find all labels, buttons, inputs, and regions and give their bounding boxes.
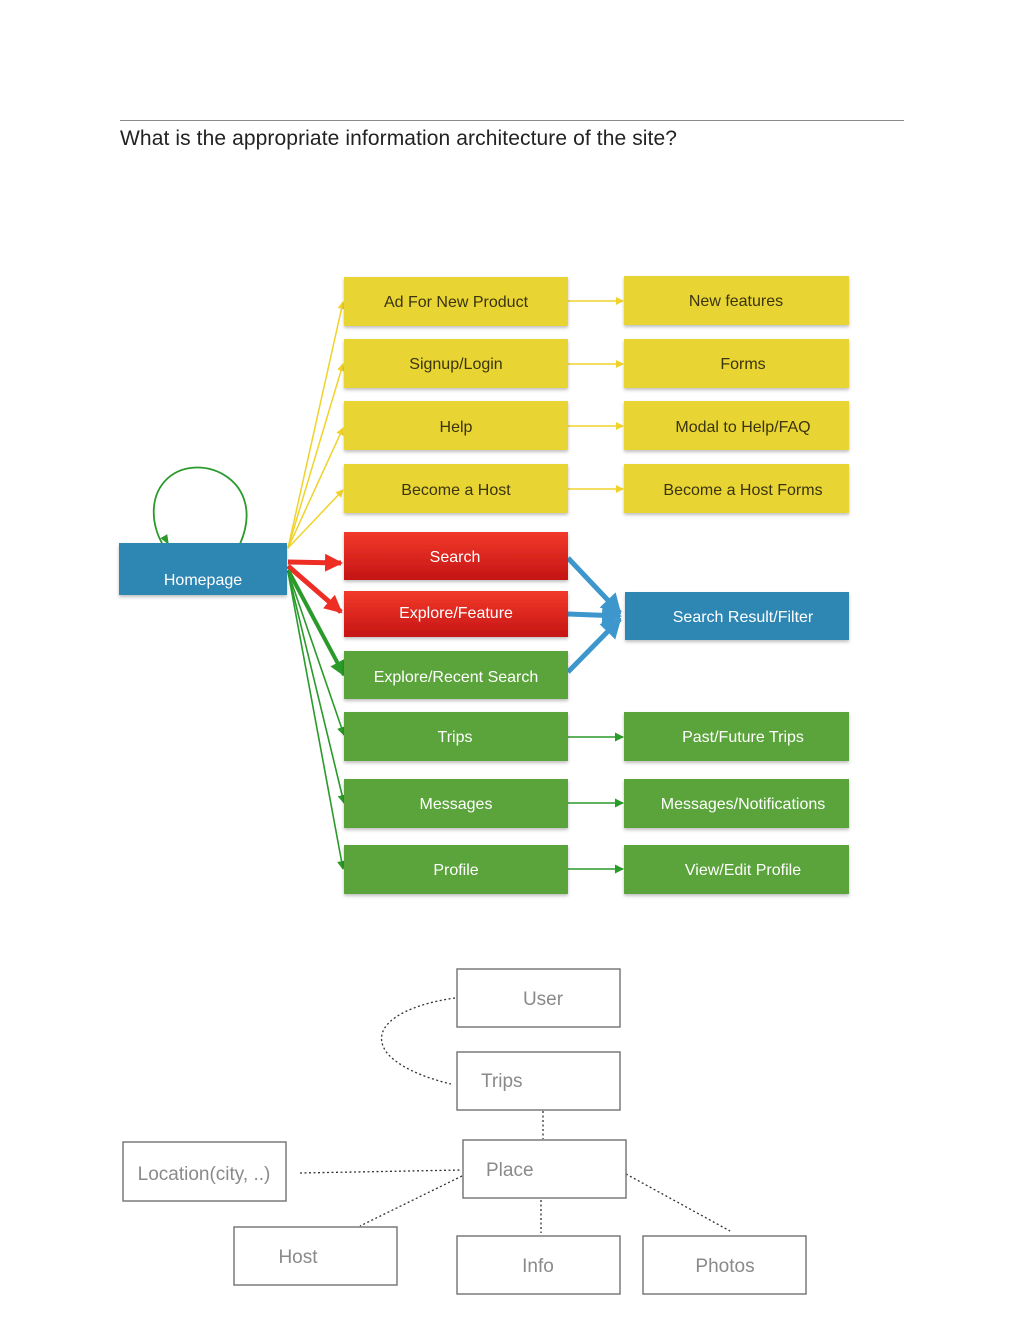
node-new-features: New features [624,276,849,325]
node-past-future-trips-label: Past/Future Trips [682,729,804,746]
node-modal-help-faq: Modal to Help/FAQ [624,401,849,450]
node-explore-feature-label: Explore/Feature [399,605,513,622]
link-location-place [299,1169,463,1174]
arrow-home-trips [287,571,346,736]
entity-user-label: User [523,989,564,1010]
secondary-connectors [566,297,624,874]
entity-place: Place [462,1139,627,1199]
arrow-home-self-loop [152,466,248,545]
node-homepage: Homepage [119,543,287,595]
arrow-home-signup [287,363,345,549]
node-ad-new-product-label: Ad For New Product [384,294,529,311]
entity-location: Location(city, ..) [122,1141,287,1202]
node-search: Search [344,532,568,580]
node-search-result-filter: Search Result/Filter [625,592,849,640]
node-signup-login: Signup/Login [344,339,568,388]
node-homepage-label: Homepage [164,572,242,589]
entity-connectors [299,997,731,1233]
node-messages-notifications-label: Messages/Notifications [661,796,826,813]
node-explore-recent-search: Explore/Recent Search [344,651,568,699]
arrow-home-become-host [287,489,344,549]
node-view-edit-profile: View/Edit Profile [624,845,849,894]
node-trips: Trips [344,712,568,761]
node-profile: Profile [344,845,568,894]
arrow-search-result [566,556,622,615]
page-title: What is the appropriate information arch… [120,127,678,150]
node-forms: Forms [624,339,849,388]
homepage-connectors [152,301,347,870]
node-become-host: Become a Host [344,464,568,513]
node-become-host-forms-label: Become a Host Forms [663,482,822,499]
arrow-home-help [287,427,344,549]
node-new-features-label: New features [689,293,783,310]
node-view-edit-profile-label: View/Edit Profile [685,862,801,879]
node-search-label: Search [430,549,481,566]
node-become-host-forms: Become a Host Forms [624,464,849,513]
entity-host-label: Host [278,1247,318,1268]
entity-host: Host [233,1226,398,1286]
entity-trips-label: Trips [481,1071,523,1092]
entity-user: User [456,968,621,1028]
link-user-trips [380,997,456,1085]
node-help: Help [344,401,568,450]
arrow-home-recent-search [286,569,346,677]
node-modal-help-faq-label: Modal to Help/FAQ [675,419,810,436]
node-help-label: Help [440,419,473,436]
arrow-explore-result [567,604,622,627]
entity-info-label: Info [522,1256,554,1277]
arrow-home-messages [287,571,347,804]
node-signup-login-label: Signup/Login [409,356,502,373]
node-messages-label: Messages [420,796,493,813]
node-forms-label: Forms [720,356,765,373]
entity-nodes: User Trips Place Location(city, ..) Host… [122,968,807,1295]
arrow-home-explore-feature [286,564,343,614]
entity-place-label: Place [486,1160,534,1181]
entity-photos: Photos [642,1235,807,1295]
node-messages: Messages [344,779,568,828]
node-messages-notifications: Messages/Notifications [624,779,849,828]
flow-nodes: Homepage Ad For New Product Signup/Login… [119,276,849,894]
entity-photos-label: Photos [695,1256,754,1277]
title-divider [120,120,904,121]
node-profile-label: Profile [433,862,478,879]
link-place-host [359,1175,463,1227]
entity-trips: Trips [456,1051,621,1111]
node-past-future-trips: Past/Future Trips [624,712,849,761]
arrow-recent-result [566,617,622,674]
node-become-host-label: Become a Host [401,482,511,499]
node-trips-label: Trips [438,729,473,746]
entity-location-label: Location(city, ..) [138,1164,271,1185]
arrow-home-search [287,553,343,572]
node-ad-new-product: Ad For New Product [344,277,568,326]
node-explore-feature: Explore/Feature [344,591,568,637]
arrow-home-profile [287,571,346,870]
node-search-result-filter-label: Search Result/Filter [673,609,814,626]
node-explore-recent-search-label: Explore/Recent Search [374,669,539,686]
entity-info: Info [456,1235,621,1295]
link-place-photos [625,1173,731,1232]
arrow-home-ad [287,301,346,549]
